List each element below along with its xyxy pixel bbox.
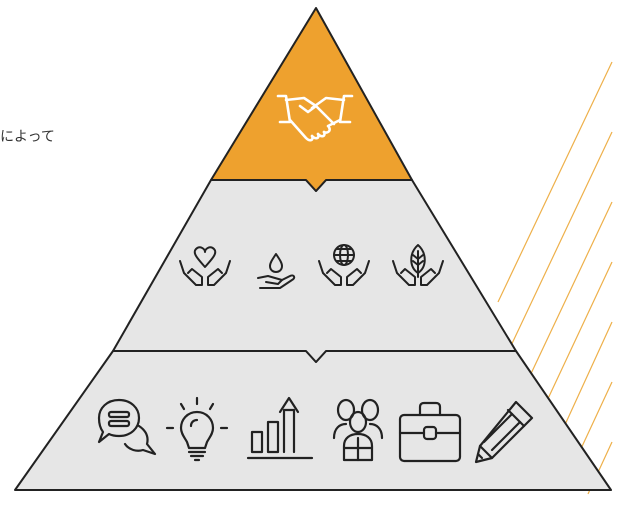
hand-water-drop-icon [257, 253, 296, 289]
accent-line [507, 131, 613, 353]
growth-chart-icon [246, 396, 314, 460]
pyramid-tier-middle [112, 179, 517, 363]
accent-line [557, 321, 613, 441]
briefcase-icon [398, 401, 462, 463]
accent-line [527, 201, 613, 381]
pencil-icon [474, 400, 534, 464]
accent-line [537, 261, 613, 421]
side-caption: によって [0, 129, 55, 145]
accent-line [497, 61, 613, 303]
hands-heart-icon [179, 246, 231, 286]
decorative-diagonal-lines [497, 61, 613, 495]
handshake-icon [276, 94, 354, 142]
chat-bubbles-icon [97, 398, 157, 456]
team-icon [332, 398, 384, 462]
pyramid-tier-top [210, 7, 413, 192]
hands-globe-icon [318, 244, 370, 286]
pyramid-tier-bottom [14, 350, 612, 491]
lightbulb-icon [165, 396, 229, 462]
hands-leaf-icon [392, 244, 444, 286]
